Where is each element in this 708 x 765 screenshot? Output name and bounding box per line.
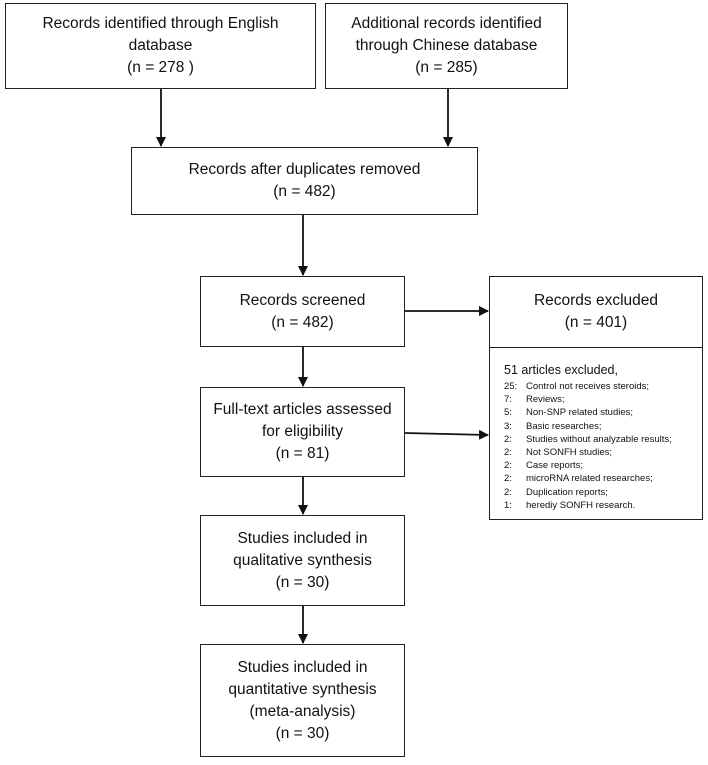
exclusion-item: 1: herediy SONFH research. xyxy=(504,499,702,512)
chinese-records-box: Additional records identified through Ch… xyxy=(325,3,568,89)
exclusion-reason: Control not receives steroids; xyxy=(526,381,650,392)
exclusion-reason: Basic researches; xyxy=(526,420,602,432)
exclusion-item: 3: Basic researches; xyxy=(504,420,702,433)
fulltext-assessed-count: (n = 81) xyxy=(275,445,330,462)
exclusion-item: 5: Non-SNP related studies; xyxy=(504,406,702,419)
records-excluded-box: Records excluded (n = 401) xyxy=(489,276,703,348)
records-screened-count: (n = 482) xyxy=(271,313,334,331)
exclusion-count: 7: xyxy=(504,394,512,406)
records-excluded-count: (n = 401) xyxy=(564,314,628,331)
quantitative-synthesis-box: Studies included in quantitative synthes… xyxy=(200,644,405,757)
exclusion-count: 2: xyxy=(504,473,512,485)
exclusion-count: 1: xyxy=(504,499,512,511)
chinese-records-line-1: Additional records identified xyxy=(351,15,542,32)
exclusion-count: 5: xyxy=(504,407,512,419)
exclusion-item: 2: Not SONFH studies; xyxy=(504,446,702,459)
exclusion-count: 2: xyxy=(504,486,512,498)
english-records-box: Records identified through English datab… xyxy=(5,3,316,89)
exclusion-item: 2: Case reports; xyxy=(504,459,702,472)
exclusion-reason: Duplication reports; xyxy=(526,486,608,498)
quantitative-line-3: (meta-analysis) xyxy=(249,702,356,720)
records-screened-label: Records screened xyxy=(239,291,366,309)
exclusion-count: 25: xyxy=(504,381,518,392)
qualitative-line-1: Studies included in xyxy=(237,529,368,547)
exclusion-count: 2: xyxy=(504,433,512,445)
exclusion-count: 2: xyxy=(504,447,512,459)
duplicates-removed-box: Records after duplicates removed (n = 48… xyxy=(131,147,478,215)
duplicates-removed-count: (n = 482) xyxy=(273,183,336,200)
exclusion-count: 2: xyxy=(504,460,512,472)
qualitative-synthesis-box: Studies included in qualitative synthesi… xyxy=(200,515,405,606)
exclusion-reason: Case reports; xyxy=(526,460,584,472)
records-screened-box: Records screened (n = 482) xyxy=(200,276,405,347)
exclusion-item: 2: Studies without analyzable results; xyxy=(504,433,702,446)
exclusion-reason: Reviews; xyxy=(526,394,565,406)
fulltext-assessed-box: Full-text articles assessed for eligibil… xyxy=(200,387,405,477)
exclusion-reason: Not SONFH studies; xyxy=(526,447,613,459)
exclusion-reason: microRNA related researches; xyxy=(526,473,653,485)
arrow-fulltext-to-exclusions xyxy=(404,429,489,440)
qualitative-line-2: qualitative synthesis xyxy=(233,551,372,569)
english-records-line-1: Records identified through English xyxy=(42,15,279,32)
quantitative-count: (n = 30) xyxy=(275,724,330,742)
fulltext-assessed-line-1: Full-text articles assessed xyxy=(213,401,392,418)
exclusion-reason: Studies without analyzable results; xyxy=(526,433,672,445)
exclusion-item: 7: Reviews; xyxy=(504,393,702,406)
exclusion-heading: 51 articles excluded, xyxy=(504,363,618,377)
quantitative-line-1: Studies included in xyxy=(237,658,368,676)
english-records-line-2: database xyxy=(128,37,193,54)
exclusion-list: 25: Control not receives steroids; 7: Revie… xyxy=(504,380,702,512)
records-excluded-label: Records excluded xyxy=(533,292,659,309)
exclusion-item: 25: Control not receives steroids; xyxy=(504,380,702,393)
exclusion-item: 2: microRNA related researches; xyxy=(504,472,702,485)
exclusion-count: 3: xyxy=(504,420,512,432)
english-records-count: (n = 278 ) xyxy=(127,59,194,76)
chinese-records-count: (n = 285) xyxy=(415,59,478,76)
exclusion-reason: Non-SNP related studies; xyxy=(526,407,634,419)
duplicates-removed-label: Records after duplicates removed xyxy=(188,161,421,178)
exclusion-item: 2: Duplication reports; xyxy=(504,486,702,499)
chinese-records-line-2: through Chinese database xyxy=(355,37,538,54)
quantitative-line-2: quantitative synthesis xyxy=(228,680,377,698)
fulltext-assessed-line-2: for eligibility xyxy=(262,423,343,440)
exclusion-reason: herediy SONFH research. xyxy=(526,499,636,511)
exclusion-reasons-box: 51 articles excluded, 25: Control not rec… xyxy=(489,347,703,520)
qualitative-count: (n = 30) xyxy=(275,573,330,591)
